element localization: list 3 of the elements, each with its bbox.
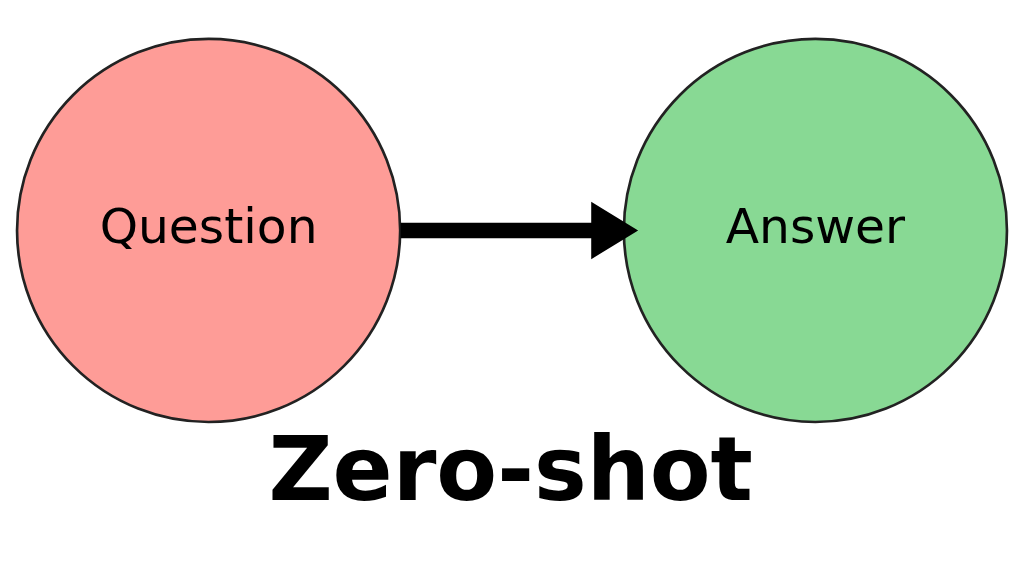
- node-circle: Question: [15, 37, 402, 423]
- arrow: [400, 201, 639, 259]
- node-circle: Answer: [622, 37, 1009, 423]
